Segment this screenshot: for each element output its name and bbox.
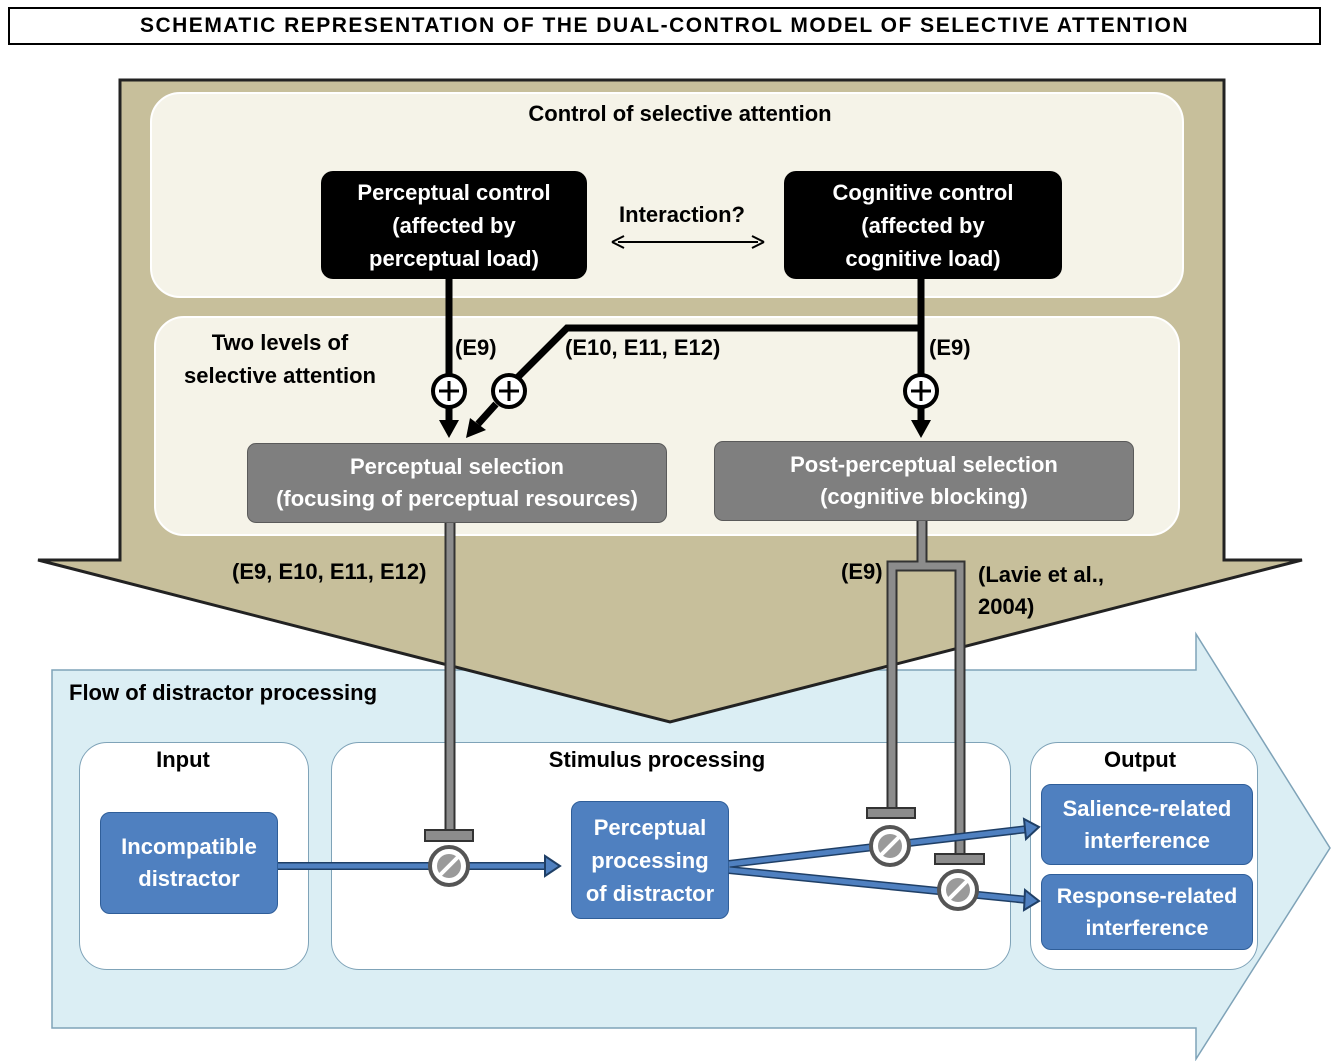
interaction-double-arrow bbox=[611, 235, 765, 249]
ref-right-e9: (E9) bbox=[929, 335, 971, 360]
control-connector-lines bbox=[445, 279, 925, 427]
ref-lavie: (Lavie et al., 2004) bbox=[978, 562, 1104, 619]
inhibitory-t-bars bbox=[424, 807, 985, 865]
interaction-label: Interaction? bbox=[619, 202, 745, 227]
inhibitory-lines bbox=[444, 521, 966, 856]
ref-perceptual-lower: (E9, E10, E11, E12) bbox=[232, 559, 427, 584]
post-perceptual-selection-box: Post-perceptual selection (cognitive blo… bbox=[714, 441, 1134, 521]
input-label: Input bbox=[156, 747, 210, 772]
control-panel-heading: Control of selective attention bbox=[528, 101, 832, 126]
blocked-gate-icon bbox=[937, 869, 979, 911]
plus-icon bbox=[431, 373, 467, 409]
flow-arrows bbox=[278, 817, 1041, 912]
levels-panel-heading: Two levels of selective attention bbox=[184, 330, 376, 388]
blocked-gate-icon bbox=[428, 845, 470, 887]
blocked-gate-icon bbox=[869, 825, 911, 867]
perceptual-selection-box: Perceptual selection (focusing of percep… bbox=[247, 443, 667, 523]
output-label: Output bbox=[1103, 747, 1177, 772]
cognitive-control-box: Cognitive control (affected by cognitive… bbox=[784, 171, 1062, 279]
flow-heading: Flow of distractor processing bbox=[69, 680, 378, 705]
control-arrowheads bbox=[439, 418, 931, 438]
plus-icon bbox=[491, 373, 527, 409]
perceptual-processing-box: Perceptual processing of distractor bbox=[571, 801, 729, 919]
ref-left-e9: (E9) bbox=[455, 335, 497, 360]
ref-post-e9: (E9) bbox=[841, 559, 883, 584]
incompatible-distractor-box: Incompatible distractor bbox=[100, 812, 278, 914]
title-box: SCHEMATIC REPRESENTATION OF THE DUAL-CON… bbox=[8, 7, 1321, 45]
ref-middle: (E10, E11, E12) bbox=[565, 335, 721, 360]
plus-icon bbox=[903, 373, 939, 409]
salience-interference-box: Salience-related interference bbox=[1041, 784, 1253, 865]
response-interference-box: Response-related interference bbox=[1041, 874, 1253, 950]
stimulus-label: Stimulus processing bbox=[548, 747, 766, 772]
page-title: SCHEMATIC REPRESENTATION OF THE DUAL-CON… bbox=[139, 14, 1190, 37]
perceptual-control-box: Perceptual control (affected by perceptu… bbox=[321, 171, 587, 279]
